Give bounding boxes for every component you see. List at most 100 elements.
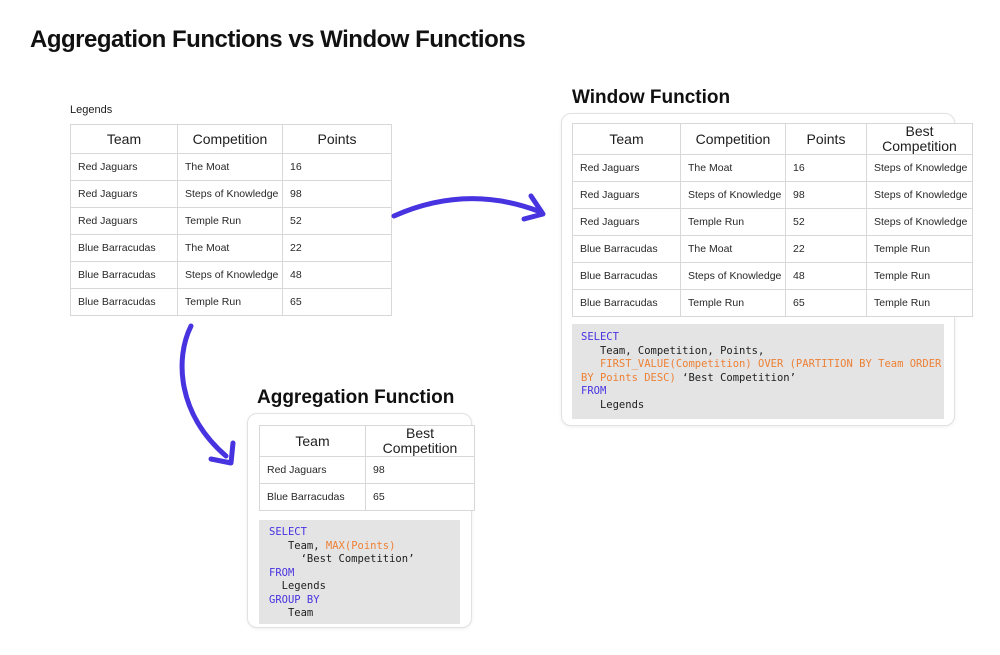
arrow-to-window-function-head-icon [521,193,546,222]
code-line: SELECT [581,331,944,345]
table-cell: Steps of Knowledge [177,180,283,208]
column-header: Team [70,124,178,154]
table-cell: Blue Barracudas [572,289,681,317]
table-cell: 65 [282,288,392,316]
window-function-sql-code: SELECT Team, Competition, Points, FIRST_… [572,324,944,419]
code-line: Team, MAX(Points) [269,540,460,554]
table-cell: Blue Barracudas [70,261,178,289]
table-cell: Red Jaguars [572,181,681,209]
code-line: FROM [581,385,944,399]
code-line: ‘Best Competition’ [269,553,460,567]
page-title: Aggregation Functions vs Window Function… [30,26,526,53]
column-header: Competition [680,123,786,155]
code-line: SELECT [269,526,460,540]
sql-keyword: GROUP BY [269,593,320,606]
table-cell: Temple Run [866,235,973,263]
table-cell: The Moat [177,234,283,262]
column-header: Best Competition [866,123,973,155]
table-cell: Temple Run [680,208,786,236]
table-cell: Steps of Knowledge [866,208,973,236]
table-cell: Blue Barracudas [259,483,366,511]
table-cell: 16 [785,154,867,182]
table-cell: 98 [785,181,867,209]
column-header: Team [572,123,681,155]
sql-text: Team, [269,539,326,552]
column-header: Points [785,123,867,155]
table-cell: 22 [785,235,867,263]
column-header: Competition [177,124,283,154]
table-cell: Blue Barracudas [70,234,178,262]
sql-keyword: SELECT [581,331,619,343]
table-cell: The Moat [680,235,786,263]
arrow-to-aggregation-function-head-icon [208,440,236,466]
table-cell: 65 [785,289,867,317]
table-cell: Red Jaguars [259,456,366,484]
table-cell: 48 [282,261,392,289]
column-header: Best Competition [365,425,475,457]
table-cell: Temple Run [680,289,786,317]
table-cell: Blue Barracudas [70,288,178,316]
window-function-title: Window Function [572,87,731,108]
table-cell: Steps of Knowledge [866,154,973,182]
code-line: BY Points DESC) ‘Best Competition’ [581,372,944,386]
table-cell: 52 [282,207,392,235]
code-line: Team [269,607,460,621]
code-line: Team, Competition, Points, [581,345,944,359]
table-cell: Red Jaguars [70,153,178,181]
table-cell: Steps of Knowledge [177,261,283,289]
table-cell: Red Jaguars [572,208,681,236]
code-line: GROUP BY [269,594,460,608]
code-line: FIRST_VALUE(Competition) OVER (PARTITION… [581,358,944,372]
table-cell: 22 [282,234,392,262]
column-header: Team [259,425,366,457]
table-cell: The Moat [177,153,283,181]
sql-function: BY Points DESC) [581,371,676,384]
table-cell: Steps of Knowledge [866,181,973,209]
column-header: Points [282,124,392,154]
table-cell: 65 [365,483,475,511]
table-cell: 52 [785,208,867,236]
sql-keyword: FROM [269,566,295,579]
legends-table-label: Legends [70,104,113,116]
sql-function: FIRST_VALUE(Competition) OVER (PARTITION… [599,358,942,370]
arrow-to-aggregation-function [179,323,229,459]
sql-text: Team, Competition, Points, [581,344,765,357]
table-cell: 98 [282,180,392,208]
aggregation-function-title: Aggregation Function [257,387,455,408]
table-cell: Steps of Knowledge [680,181,786,209]
table-cell: Blue Barracudas [572,235,681,263]
arrow-to-window-function [391,196,541,219]
sql-keyword: SELECT [269,526,307,538]
aggregation-function-sql-code: SELECT Team, MAX(Points) ‘Best Competiti… [259,520,460,624]
code-line: FROM [269,567,460,581]
sql-text: Legends [581,398,645,411]
table-cell: Red Jaguars [70,207,178,235]
table-cell: Blue Barracudas [572,262,681,290]
sql-text: ‘Best Competition’ [675,371,796,384]
table-cell: Red Jaguars [70,180,178,208]
code-line: Legends [581,399,944,413]
sql-text: Team [269,607,314,619]
sql-function: MAX(Points) [325,539,396,552]
sql-text: ‘Best Competition’ [269,553,415,565]
